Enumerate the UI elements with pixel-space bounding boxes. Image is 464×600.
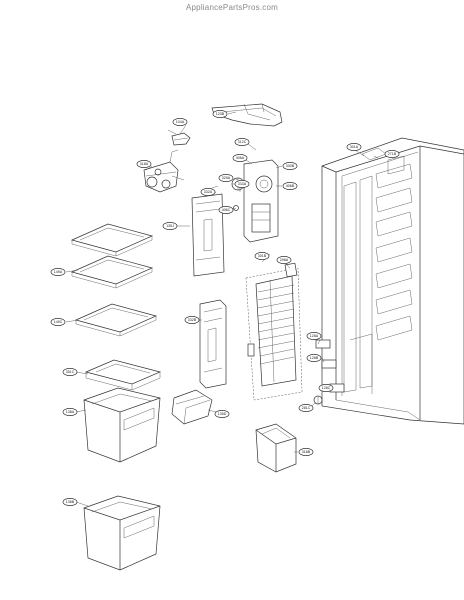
svg-text:333A: 333A — [238, 182, 247, 186]
door-bin[interactable] — [255, 423, 297, 473]
callout-135D: 135D — [214, 410, 230, 418]
glass-shelf-top[interactable] — [70, 223, 154, 257]
svg-text:128A: 128A — [310, 334, 319, 338]
callout-281C: 281C — [298, 404, 314, 412]
callout-333A: 333A — [234, 180, 250, 188]
callout-301B: 301B — [254, 252, 270, 260]
vegetable-tray[interactable] — [171, 389, 213, 425]
auger-motor-assembly[interactable] — [143, 149, 185, 193]
svg-text:351C: 351C — [66, 370, 75, 374]
svg-text:406B: 406B — [286, 184, 295, 188]
ice-duct[interactable] — [199, 299, 227, 389]
callout-298A: 298A — [276, 256, 292, 264]
svg-text:301A: 301A — [350, 145, 359, 149]
svg-text:104A: 104A — [176, 120, 185, 124]
svg-text:128B: 128B — [310, 356, 319, 360]
callout-330B: 330B — [282, 162, 298, 170]
crisper-cover[interactable] — [84, 359, 162, 391]
callout-406B: 406B — [282, 182, 298, 190]
svg-text:312C: 312C — [238, 140, 247, 144]
icemaker-assembly[interactable] — [245, 262, 303, 401]
svg-text:406A: 406A — [236, 156, 245, 160]
callout-406C: 406C — [218, 206, 234, 214]
svg-text:329A: 329A — [222, 176, 231, 180]
callout-301A: 301A — [346, 143, 362, 151]
svg-text:135D: 135D — [218, 412, 227, 416]
callout-128A: 128A — [306, 332, 322, 340]
svg-text:271B: 271B — [388, 152, 397, 156]
evaporator-cover[interactable] — [191, 185, 225, 277]
watermark: AppliancePartsPros.com — [186, 3, 278, 12]
callout-128B: 128B — [306, 354, 322, 362]
callout-329A: 329A — [218, 174, 234, 182]
svg-text:318A: 318A — [140, 162, 149, 166]
callout-135J: 135J — [162, 222, 178, 230]
svg-text:298A: 298A — [280, 258, 289, 262]
callout-123B: 123B — [212, 110, 228, 118]
svg-text:138A: 138A — [66, 410, 75, 414]
svg-text:149A: 149A — [54, 270, 63, 274]
svg-text:123B: 123B — [216, 112, 225, 116]
glass-shelf-middle[interactable] — [70, 255, 154, 289]
callout-labels: 104A 123B 312C 318A 406A 330B 329A 333A … — [50, 110, 400, 506]
svg-text:138B: 138B — [66, 500, 75, 504]
callout-138B: 138B — [62, 498, 78, 506]
refrigerator-cabinet — [321, 137, 464, 425]
callout-104A: 104A — [172, 118, 188, 126]
callout-271B: 271B — [384, 150, 400, 158]
svg-text:332B: 332B — [188, 318, 197, 322]
fan-assembly[interactable] — [231, 159, 279, 243]
svg-text:332A: 332A — [204, 190, 213, 194]
svg-text:135J: 135J — [166, 224, 174, 228]
callout-406A: 406A — [232, 154, 248, 162]
glass-shelf-lower[interactable] — [74, 303, 158, 337]
callout-312C: 312C — [234, 138, 250, 146]
callout-332B: 332B — [184, 316, 200, 324]
callout-149A: 149A — [50, 268, 66, 276]
crisper-drawer-lower[interactable] — [83, 495, 161, 571]
callout-138A: 138A — [62, 408, 78, 416]
svg-text:330B: 330B — [286, 164, 295, 168]
svg-text:318B: 318B — [302, 450, 311, 454]
callout-318B: 318B — [298, 448, 314, 456]
svg-text:406C: 406C — [222, 208, 231, 212]
svg-text:128C: 128C — [322, 386, 331, 390]
cap-part[interactable] — [167, 129, 191, 146]
svg-text:281C: 281C — [302, 406, 311, 410]
crisper-drawer-upper[interactable] — [83, 387, 161, 463]
svg-text:301B: 301B — [258, 254, 267, 258]
callout-149C: 149C — [50, 318, 66, 326]
callout-351C: 351C — [62, 368, 78, 376]
callout-318A: 318A — [136, 160, 152, 168]
callout-332A: 332A — [200, 188, 216, 196]
svg-text:149C: 149C — [54, 320, 63, 324]
callout-128C: 128C — [318, 384, 334, 392]
